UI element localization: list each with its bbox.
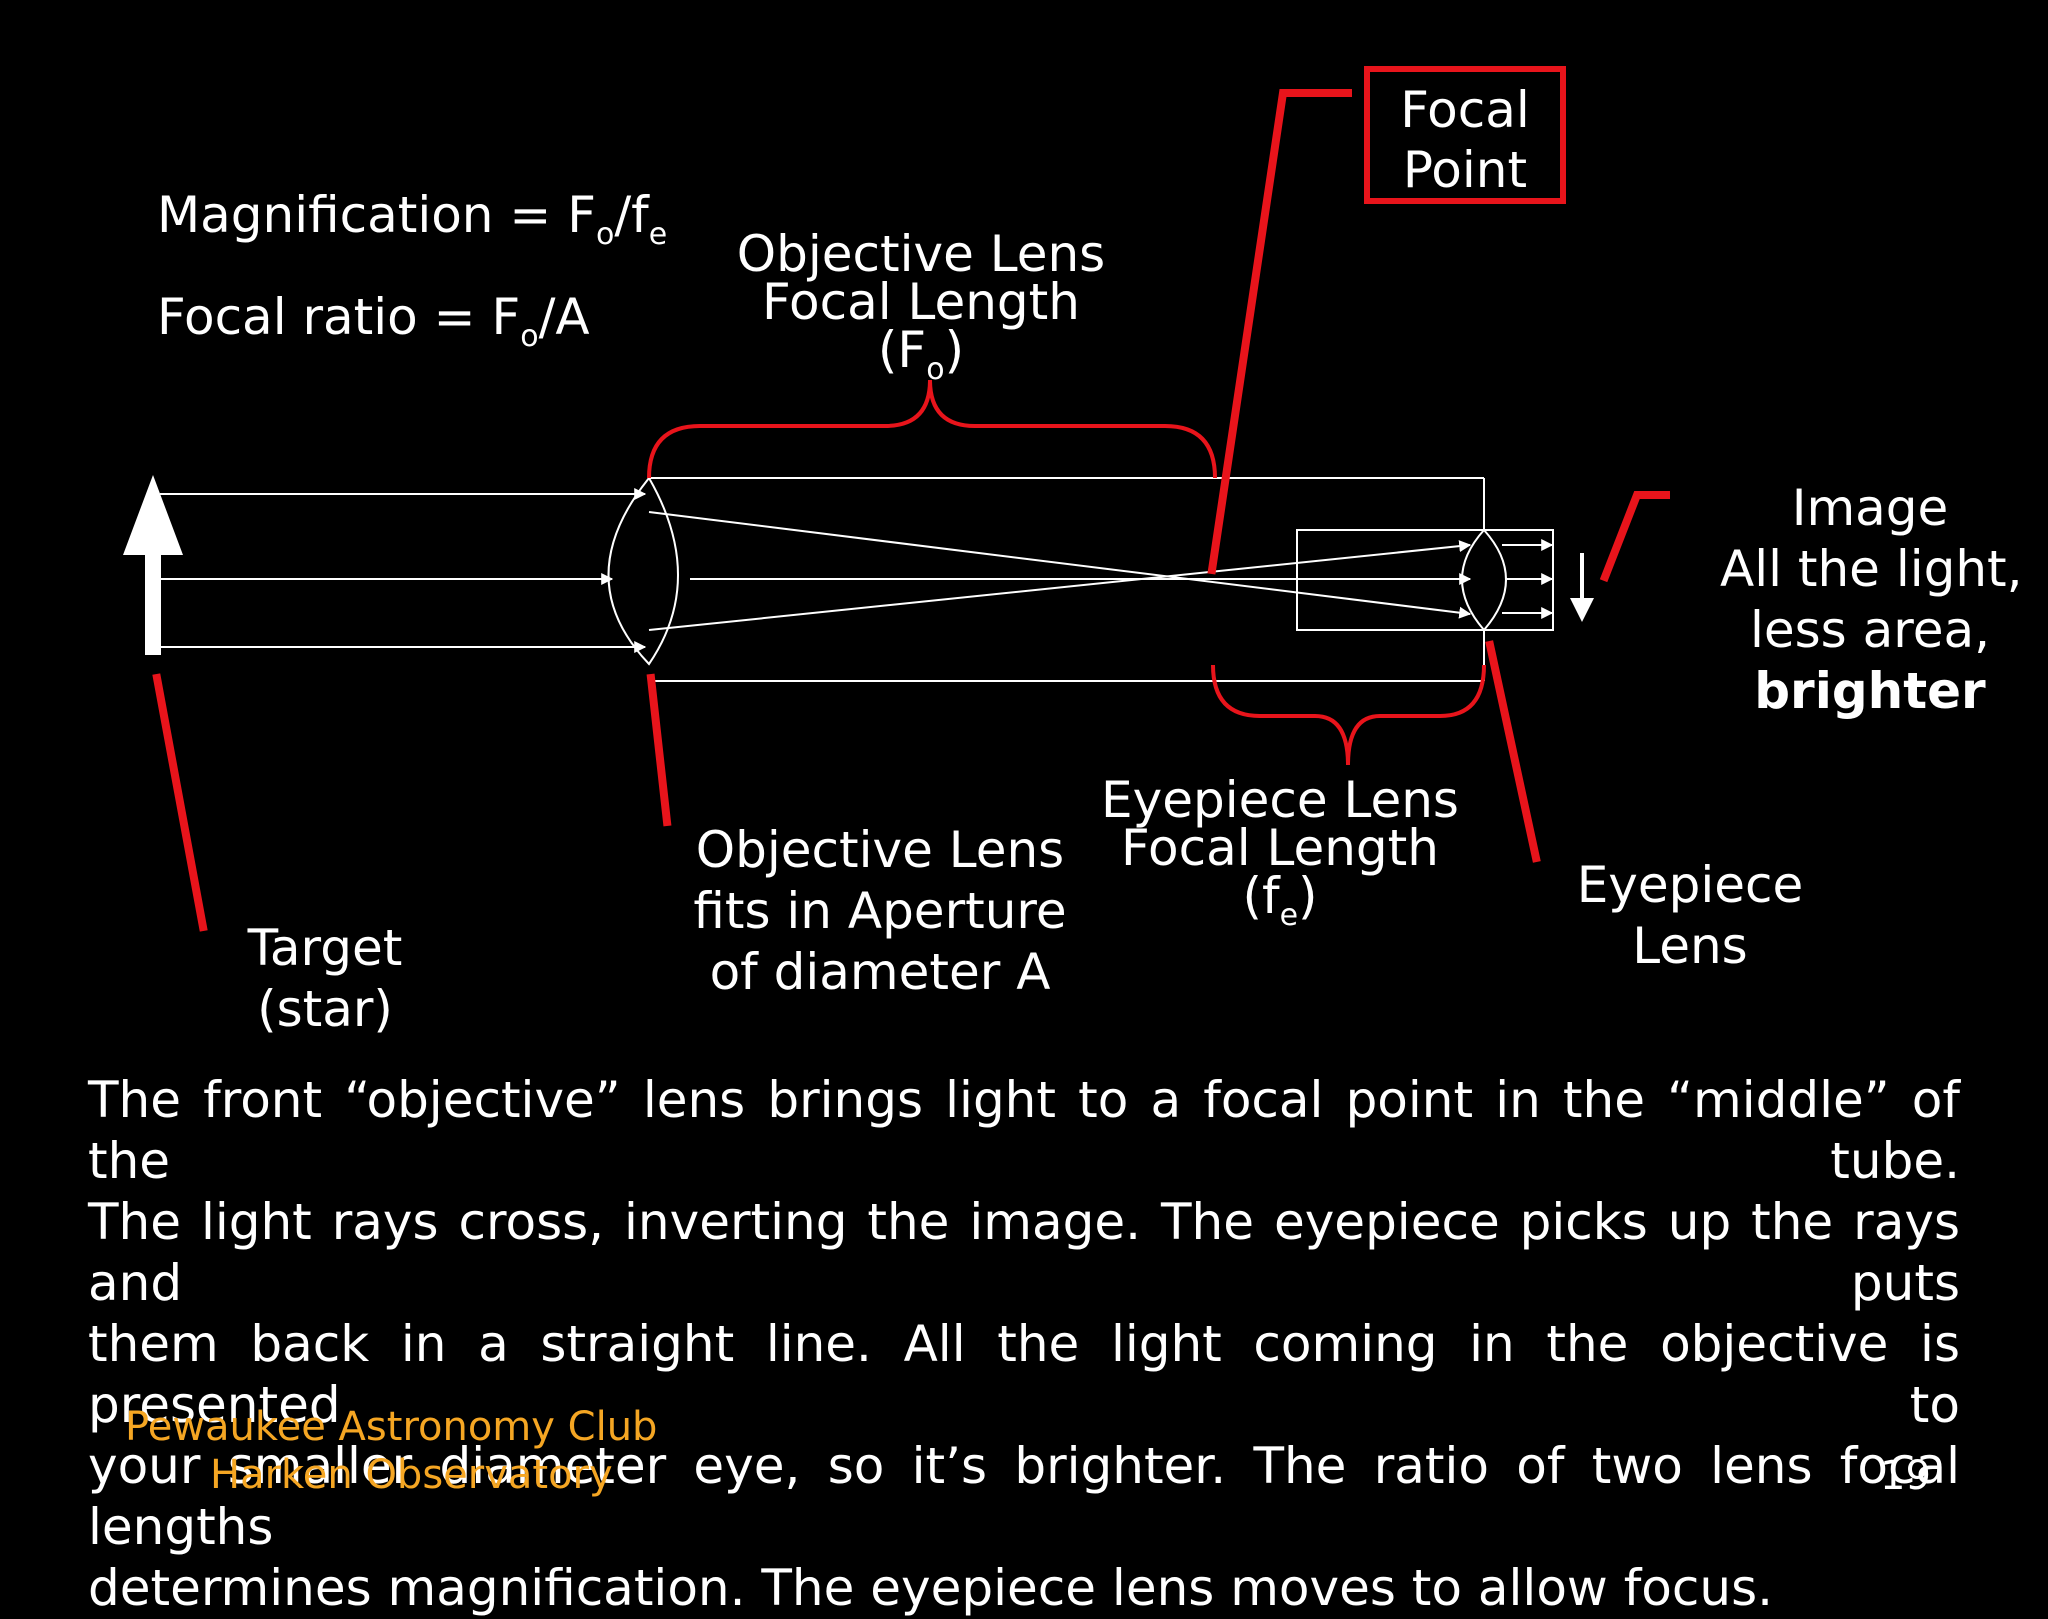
eyepiece-lens-shape xyxy=(1461,528,1507,632)
page-number: 19 xyxy=(1880,1453,1931,1499)
crossing-rays xyxy=(648,511,1472,631)
club-name: Pewaukee Astronomy Club xyxy=(125,1404,658,1450)
objective-focal-length-label: Objective Lens Focal Length (Fo) xyxy=(736,225,1106,387)
footer: Pewaukee Astronomy Club Harken Observato… xyxy=(125,1403,657,1499)
eyepiece-focal-length-brace xyxy=(1211,664,1486,766)
target-label: Target (star) xyxy=(247,919,403,1038)
inverted-image-arrow xyxy=(1570,553,1594,622)
objective-lens xyxy=(607,476,679,666)
slide: Magnification = Fo/fe Focal ratio = Fo/A… xyxy=(88,66,2023,1617)
telescope-tube xyxy=(649,477,1485,682)
magnification-formula: Magnification = Fo/fe xyxy=(157,186,668,252)
focal-point-box: Focal Point xyxy=(1364,66,1566,204)
focal-ratio-formula: Focal ratio = Fo/A xyxy=(157,288,590,354)
output-rays xyxy=(1502,539,1554,619)
image-label: Image All the light, less area, brighter xyxy=(1720,479,2023,720)
red-pointers xyxy=(152,89,1670,932)
incoming-rays xyxy=(160,488,647,653)
objective-aperture-label: Objective Lens fits in Aperture of diame… xyxy=(693,821,1067,1001)
explanation-paragraph: The front “objective” lens brings light … xyxy=(88,1071,1960,1617)
observatory-name: Harken Observatory xyxy=(210,1452,613,1498)
telescope-diagram xyxy=(123,89,1670,932)
objective-focal-length-brace xyxy=(647,379,1217,479)
eyepiece-focal-length-label: Eyepiece Lens Focal Length (fe) xyxy=(1101,771,1459,933)
eyepiece-lens-label: Eyepiece Lens xyxy=(1576,856,1804,975)
target-arrow xyxy=(123,475,183,655)
